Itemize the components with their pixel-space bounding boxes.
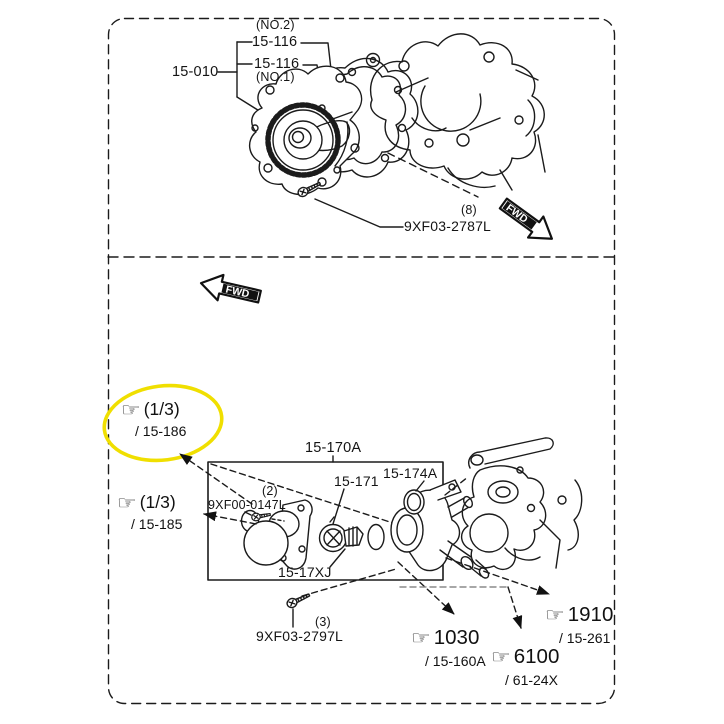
leader-to-1910 (445, 557, 550, 595)
label-no1: (NO.1) (256, 70, 295, 84)
callout-code: / 15-185 (131, 516, 183, 532)
callout-ref: (1/3) (139, 492, 176, 512)
engine-top-dashed-line (387, 152, 479, 198)
callout-15-185[interactable]: ☞ (1/3) / 15-185 (117, 492, 182, 532)
label-qty-3: (3) (315, 615, 331, 629)
water-pump-drawing (249, 65, 363, 198)
label-15-116-no2: 15-116 (252, 34, 298, 50)
fwd-arrow-top-icon: FWD (498, 197, 553, 240)
label-15-17xj: 15-17XJ (278, 564, 332, 580)
callout-1030[interactable]: ☞ 1030 / 15-160A (411, 626, 486, 669)
label-15-171: 15-171 (334, 473, 379, 489)
leader-to-15-185 (203, 511, 257, 525)
label-15-174a: 15-174A (383, 465, 438, 481)
thermostat-drawing (318, 516, 364, 553)
engine-block-top-drawing (365, 33, 546, 198)
hand-pointer-icon: ☞ (491, 646, 511, 668)
hand-pointer-icon: ☞ (121, 398, 141, 420)
leader-to-6100 (507, 586, 523, 629)
pump-sprocket (265, 102, 341, 178)
pump-bolt-icon (297, 181, 322, 198)
callout-ref: 1030 (433, 626, 480, 649)
label-15-116-no1: 15-116 (254, 56, 300, 72)
leader-to-1030 (397, 561, 455, 615)
callout-ref: 1910 (567, 603, 614, 626)
label-9xf00-0147l: 9XF00-0147L (208, 498, 286, 512)
diagram-frame (107, 17, 616, 705)
callout-code: / 15-160A (425, 653, 486, 669)
highlight-ellipse (102, 383, 224, 463)
callout-15-186[interactable]: ☞ (1/3) / 15-186 (121, 399, 186, 439)
callout-code: / 61-24X (505, 672, 558, 688)
callout-leader-lines (179, 453, 550, 629)
callout-6100[interactable]: ☞ 6100 / 61-24X (491, 645, 559, 688)
label-qty-2: (2) (262, 484, 278, 498)
hand-pointer-icon: ☞ (545, 604, 565, 626)
hand-pointer-icon: ☞ (117, 491, 137, 513)
fwd-label-bottom: FWD (224, 283, 250, 300)
label-9xf03-2787l: 9XF03-2787L (404, 218, 492, 234)
callout-1910[interactable]: ☞ 1910 / 15-261 (545, 603, 613, 646)
label-15-010: 15-010 (172, 64, 219, 80)
label-9xf03-2797l: 9XF03-2797L (256, 628, 344, 644)
o-ring-icon (403, 489, 425, 515)
label-qty-8: (8) (461, 203, 477, 217)
fwd-arrow-bottom-icon: FWD (199, 273, 262, 304)
cover-screw-icon (251, 512, 271, 522)
callout-code: / 15-186 (135, 423, 187, 439)
callout-code: / 15-261 (559, 630, 611, 646)
leader-to-15-186 (179, 453, 253, 505)
callout-ref: 6100 (513, 645, 560, 668)
label-15-170a: 15-170A (305, 440, 362, 456)
engine-block-bottom-drawing (461, 437, 583, 571)
hand-pointer-icon: ☞ (411, 627, 431, 649)
callout-ref: (1/3) (143, 399, 180, 419)
box-bolt-drawing (286, 568, 397, 628)
label-no2: (NO.2) (256, 18, 295, 32)
